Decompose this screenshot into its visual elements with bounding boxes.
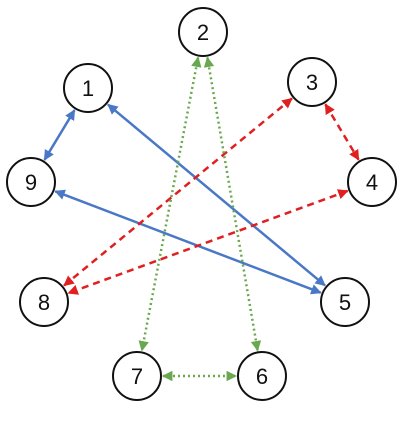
node-circle	[320, 277, 370, 327]
node-2: 2	[178, 7, 228, 57]
edge-2-6	[203, 56, 262, 352]
node-label: 8	[38, 290, 50, 315]
node-label: 3	[306, 70, 318, 95]
node-circle	[237, 351, 287, 401]
node-4: 4	[347, 157, 397, 207]
node-circle	[63, 63, 113, 113]
edge-2-7	[138, 56, 202, 352]
node-label: 4	[366, 170, 378, 195]
node-circle	[287, 57, 337, 107]
node-circle	[6, 157, 56, 207]
node-label: 2	[197, 20, 209, 45]
node-label: 7	[131, 364, 143, 389]
node-9: 9	[6, 157, 56, 207]
node-3: 3	[287, 57, 337, 107]
edge-1-5	[107, 103, 326, 287]
edge-1-9	[43, 109, 76, 161]
edge-3-4	[324, 103, 360, 161]
edge-9-5	[54, 189, 322, 295]
edges-layer	[43, 56, 360, 382]
node-6: 6	[237, 351, 287, 401]
nodes-layer: 1 2 3 4 5 6 7 8 9	[6, 7, 397, 401]
node-5: 5	[320, 277, 370, 327]
node-7: 7	[112, 351, 162, 401]
edge-4-8	[67, 189, 349, 295]
node-8: 8	[19, 277, 69, 327]
node-circle	[112, 351, 162, 401]
node-label: 5	[339, 290, 351, 315]
node-circle	[347, 157, 397, 207]
node-circle	[19, 277, 69, 327]
node-1: 1	[63, 63, 113, 113]
node-label: 1	[82, 76, 94, 101]
node-label: 6	[256, 364, 268, 389]
node-label: 9	[25, 170, 37, 195]
node-circle	[178, 7, 228, 57]
edge-3-8	[63, 97, 293, 287]
